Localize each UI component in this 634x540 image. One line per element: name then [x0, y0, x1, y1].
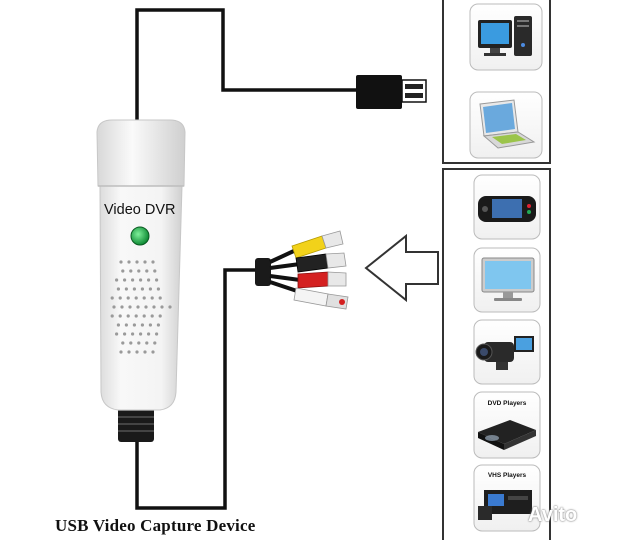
vent-hole [142, 314, 146, 318]
vent-hole [121, 341, 125, 345]
vhs-player-icon [478, 490, 532, 520]
vent-hole [129, 341, 133, 345]
vent-hole [147, 332, 151, 336]
vent-hole [128, 305, 132, 309]
vent-hole [110, 296, 114, 300]
vent-hole [115, 332, 119, 336]
vent-hole [135, 260, 139, 264]
vent-hole [148, 287, 152, 291]
rca-breakout [255, 258, 271, 286]
usb-plug [356, 75, 427, 109]
vent-hole [147, 278, 151, 282]
vent-hole [137, 269, 141, 273]
lcd-monitor-card [473, 247, 541, 313]
vhs-player-card [473, 464, 541, 532]
vent-hole [134, 314, 138, 318]
vent-hole [156, 323, 160, 327]
vent-hole [131, 332, 135, 336]
vent-hole [144, 305, 148, 309]
vent-hole [148, 323, 152, 327]
device-title: USB Video Capture Device [55, 516, 256, 535]
vent-hole [132, 323, 136, 327]
vent-hole [160, 305, 164, 309]
vent-hole [152, 305, 156, 309]
vent-hole [116, 323, 120, 327]
rca-plug-black [269, 252, 347, 273]
stick-label: Video DVR [104, 202, 176, 218]
vent-hole [116, 287, 120, 291]
input-arrow [364, 233, 439, 303]
usb-cable [135, 8, 362, 125]
vent-hole [145, 341, 149, 345]
vent-hole [150, 314, 154, 318]
vent-hole [140, 287, 144, 291]
portable-game-console-card [473, 174, 541, 240]
vent-hole [118, 296, 122, 300]
vent-hole [123, 278, 127, 282]
desktop-computer-icon [478, 16, 532, 56]
vent-hole [156, 287, 160, 291]
vent-hole [132, 287, 136, 291]
laptop-computer-icon [479, 99, 536, 149]
laptop-computer-card [469, 91, 543, 159]
camcorder-card [473, 319, 541, 385]
vent-hole [121, 269, 125, 273]
vent-hole [150, 296, 154, 300]
vent-hole [127, 350, 131, 354]
vent-hole [115, 278, 119, 282]
vent-hole [124, 287, 128, 291]
vent-hole [153, 269, 157, 273]
vent-hole [136, 305, 140, 309]
dvd-players-caption: DVD Players [487, 400, 527, 407]
vent-hole [127, 260, 131, 264]
vent-hole [119, 260, 123, 264]
vent-hole [139, 278, 143, 282]
vent-hole [158, 296, 162, 300]
dvd-player-card [473, 391, 541, 459]
watermark-text: Avito [528, 504, 578, 526]
vent-hole [143, 350, 147, 354]
rca-plug-white [269, 280, 349, 310]
vent-hole [134, 296, 138, 300]
vent-hole [131, 278, 135, 282]
vent-hole [139, 332, 143, 336]
lcd-monitor-icon [481, 257, 535, 301]
vent-hole [155, 278, 159, 282]
capture-stick [96, 119, 186, 411]
vent-hole [151, 350, 155, 354]
vent-hole [145, 269, 149, 273]
vent-hole [110, 314, 114, 318]
vent-hole [126, 314, 130, 318]
rca-plug-red [269, 271, 347, 289]
vent-hole [137, 341, 141, 345]
vent-hole [142, 296, 146, 300]
vent-hole [143, 260, 147, 264]
vent-hole [168, 305, 172, 309]
vent-hole [124, 323, 128, 327]
vent-hole [118, 314, 122, 318]
desktop-computer-card [469, 3, 543, 71]
dvd-player-icon [478, 420, 536, 450]
vent-hole [135, 350, 139, 354]
vent-hole [151, 260, 155, 264]
vent-hole [120, 305, 124, 309]
vent-hole [119, 350, 123, 354]
vent-hole [123, 332, 127, 336]
status-led [130, 226, 150, 246]
vent-hole [153, 341, 157, 345]
vent-hole [140, 323, 144, 327]
vent-hole [126, 296, 130, 300]
vent-hole [155, 332, 159, 336]
vent-hole [158, 314, 162, 318]
vhs-players-caption: VHS Players [487, 472, 527, 479]
rca-cable [135, 268, 262, 510]
vent-holes [110, 260, 172, 354]
vent-hole [112, 305, 116, 309]
vent-hole [129, 269, 133, 273]
portable-game-console-icon [478, 196, 536, 222]
camcorder-icon [475, 336, 534, 370]
rca-plug-yellow [269, 230, 344, 264]
